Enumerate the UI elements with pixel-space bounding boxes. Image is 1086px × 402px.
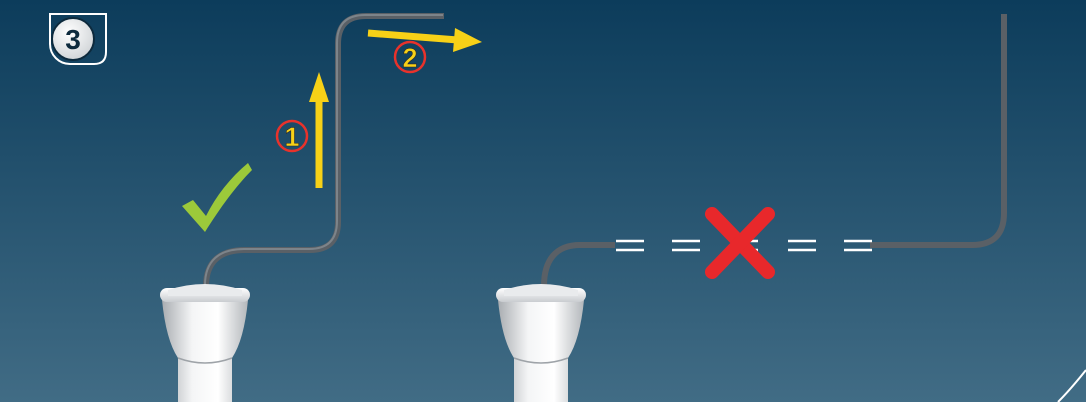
step-badge-number: 3 bbox=[65, 24, 81, 55]
step-2-label: 2 bbox=[402, 43, 417, 73]
step-1-label: 1 bbox=[284, 122, 299, 152]
